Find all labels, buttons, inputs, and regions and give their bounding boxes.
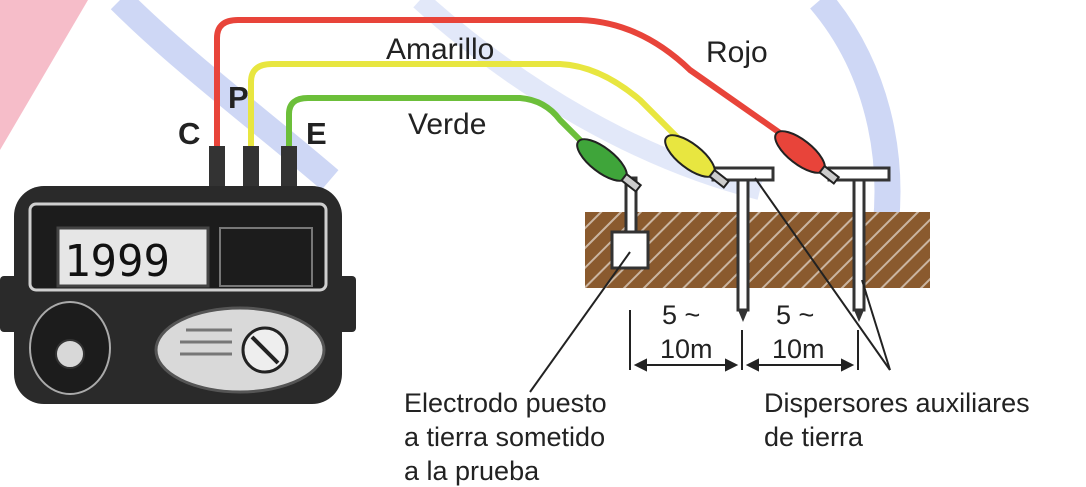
terminal-c-label: C xyxy=(178,116,200,151)
range-dial-panel xyxy=(154,306,326,394)
yellow-clip xyxy=(664,134,731,189)
watermark-blue-arc-left xyxy=(110,0,339,190)
terminal-e-label: E xyxy=(306,116,327,151)
red-wire xyxy=(214,17,793,153)
auxiliary-stake-1 xyxy=(711,166,775,322)
electrode-label-line3: a la prueba xyxy=(404,456,540,486)
terminal-plugs xyxy=(209,146,297,190)
electrode-label-line2: a tierra sometido xyxy=(404,422,605,452)
distance-1-value: 5 ~ xyxy=(662,300,700,330)
distance-2-value: 5 ~ xyxy=(776,300,814,330)
auxiliary-label-line1: Dispersores auxiliares xyxy=(764,388,1030,418)
green-wire xyxy=(286,95,593,153)
green-wire-label: Verde xyxy=(408,108,486,141)
distance-2-unit: 10m xyxy=(772,334,825,364)
lcd-reading: 1999 xyxy=(64,236,170,287)
electrode-label-line1: Electrodo puesto xyxy=(404,388,607,418)
green-clip xyxy=(576,138,643,193)
terminal-p-label: P xyxy=(228,80,249,115)
lcd-display xyxy=(56,226,210,288)
yellow-wire-label: Amarillo xyxy=(386,33,494,66)
auxiliary-label-line2: de tierra xyxy=(764,422,864,452)
red-wire-label: Rojo xyxy=(706,36,768,69)
red-clip xyxy=(774,130,841,185)
distance-1-unit: 10m xyxy=(660,334,713,364)
brand-plate xyxy=(219,227,313,287)
test-electrode xyxy=(610,176,650,270)
test-button xyxy=(55,339,85,369)
distance-markers xyxy=(629,310,859,372)
auxiliary-stake-2 xyxy=(827,166,891,322)
leader-lines xyxy=(529,177,891,393)
watermark-red-shape xyxy=(0,0,88,150)
yellow-wire xyxy=(248,61,693,153)
earth-tester-instrument xyxy=(0,186,356,404)
